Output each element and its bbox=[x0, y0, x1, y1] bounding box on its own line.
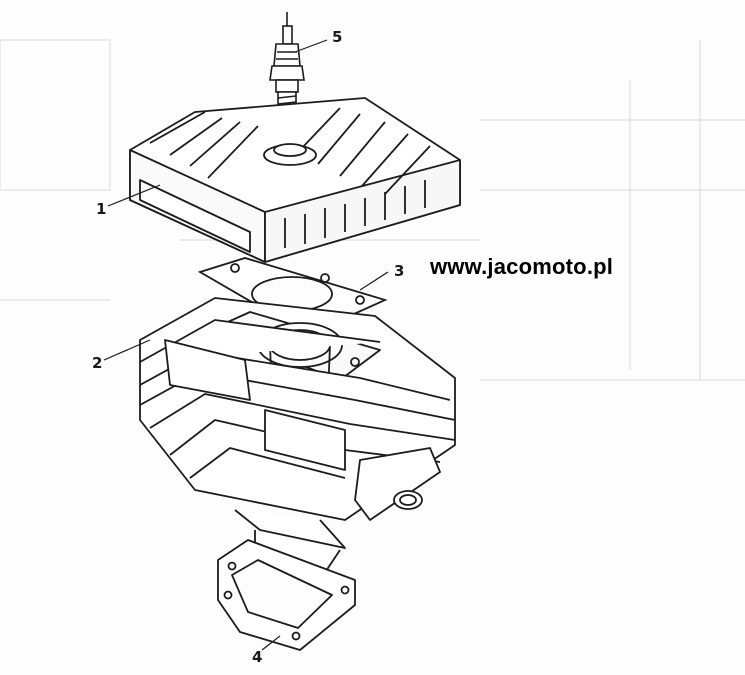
callout-5-label: 5 bbox=[332, 28, 343, 46]
callout-3-label: 3 bbox=[394, 262, 405, 280]
callout-1-label: 1 bbox=[96, 200, 107, 218]
base-gasket bbox=[217, 539, 356, 651]
cylinder bbox=[139, 297, 456, 581]
callout-4-label: 4 bbox=[252, 648, 263, 666]
cylinder-head bbox=[129, 97, 461, 263]
show-through-background bbox=[0, 39, 745, 381]
watermark-url: www.jacomoto.pl bbox=[430, 254, 614, 279]
callout-2-label: 2 bbox=[92, 354, 103, 372]
leader-lines bbox=[103, 39, 389, 651]
